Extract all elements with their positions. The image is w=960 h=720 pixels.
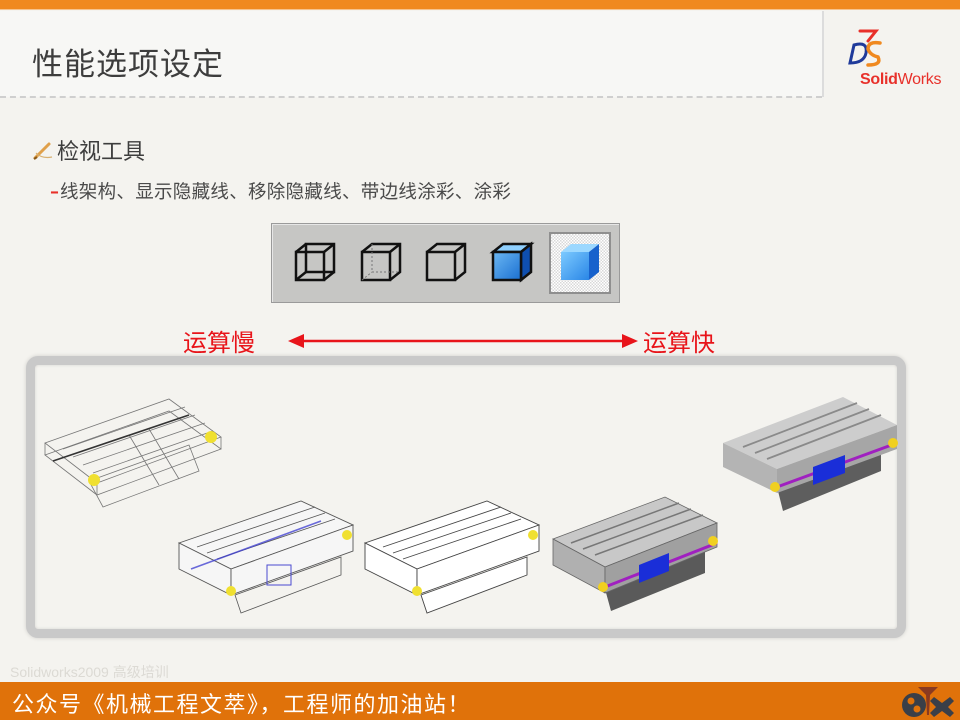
hidden-lines-visible-model-image <box>177 500 355 614</box>
model-showcase-frame <box>26 356 906 638</box>
hidden-lines-removed-cube-icon <box>426 242 467 282</box>
shaded-edges-model-image <box>552 496 718 611</box>
hidden-lines-removed-model-image <box>363 500 541 614</box>
wireframe-model-image <box>44 398 222 508</box>
hidden-lines-visible-button[interactable] <box>352 234 410 292</box>
title-divider <box>0 96 822 98</box>
shaded-model-image <box>723 397 898 511</box>
shaded-cube-icon <box>561 244 600 280</box>
gear-funnel-logo-icon <box>902 687 954 717</box>
hidden-lines-removed-button[interactable] <box>418 234 476 292</box>
3ds-logo-icon <box>848 29 882 67</box>
wireframe-button[interactable] <box>286 234 344 292</box>
solidworks-logo: SolidWorks <box>822 11 960 97</box>
top-accent-bar <box>0 0 960 10</box>
shaded-with-edges-button[interactable] <box>483 234 541 292</box>
sub-bullet-marker: – <box>50 180 59 202</box>
model-shaded <box>715 387 905 517</box>
title-area: 性能选项设定 <box>0 11 822 97</box>
model-hidden-lines-visible <box>171 495 361 625</box>
double-arrow-icon <box>288 334 638 348</box>
speed-fast-label: 运算快 <box>643 329 715 357</box>
sub-bullet-text: 线架构、显示隐藏线、移除隐藏线、带边线涂彩、涂彩 <box>60 182 512 203</box>
bullet-heading: 检视工具 <box>57 140 146 165</box>
model-hidden-lines-removed <box>357 495 547 625</box>
watermark-text: Solidworks2009 高级培训 <box>10 664 169 680</box>
shaded-edges-cube-icon <box>489 241 535 283</box>
footer-banner-text: 公众号《机械工程文萃》，工程师的加油站！ <box>12 693 472 718</box>
wireframe-cube-icon <box>294 242 336 282</box>
speed-slow-label: 运算慢 <box>183 329 255 357</box>
logo-brand-regular: Works <box>897 71 942 88</box>
shaded-button[interactable] <box>549 232 611 294</box>
hidden-lines-visible-cube-icon <box>360 242 401 282</box>
speed-scale: 运算慢 运算快 <box>183 323 743 359</box>
page-title: 性能选项设定 <box>32 47 224 83</box>
sub-bullet: – 线架构、显示隐藏线、移除隐藏线、带边线涂彩、涂彩 <box>50 178 511 204</box>
logo-wordmark: SolidWorks <box>860 71 941 89</box>
view-mode-toolbar <box>271 223 620 303</box>
model-wireframe <box>39 385 229 515</box>
logo-brand-bold: Solid <box>860 71 898 88</box>
model-shaded-with-edges <box>545 489 725 619</box>
footer-banner: 公众号《机械工程文萃》，工程师的加油站！ <box>0 682 960 720</box>
bullet-view-tools: 检视工具 <box>32 134 145 166</box>
pen-icon <box>33 142 53 160</box>
